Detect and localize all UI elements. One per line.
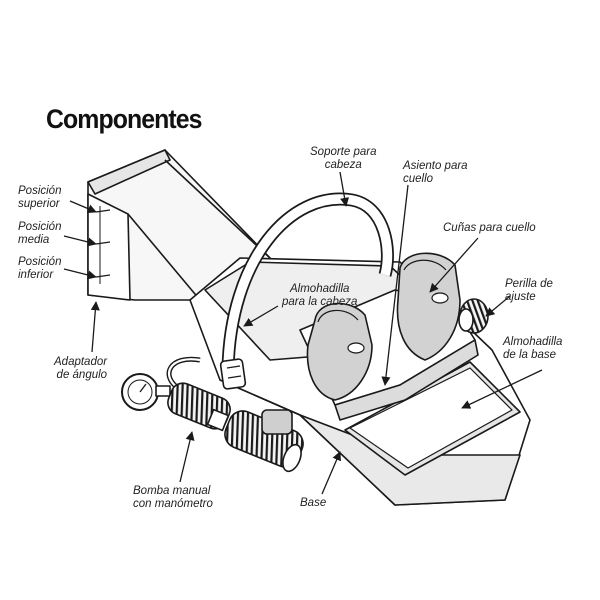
arrow-base [322,452,340,494]
label-base: Base [300,497,326,510]
arrow-adaptador-angulo [92,302,96,352]
label-cunas-para-cuello: Cuñas para cuello [443,222,536,235]
adjustment-knob [459,299,488,333]
arrow-bomba-manual [180,432,192,482]
